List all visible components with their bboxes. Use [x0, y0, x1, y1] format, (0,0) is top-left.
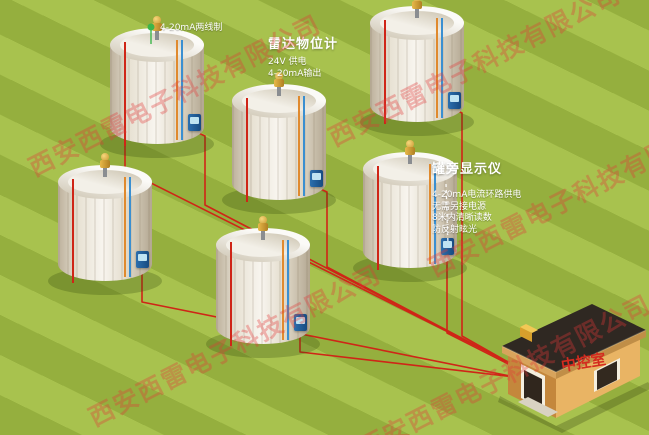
- radar-gauge-icon: [150, 16, 164, 40]
- roof-highlight: [501, 329, 647, 373]
- roof-unit-top: [520, 324, 538, 333]
- red-cable-icon: [377, 166, 379, 270]
- display-callout-line: 8米内清晰读数: [432, 213, 492, 223]
- signal-cable-6: [299, 331, 542, 381]
- tank-display-icon: [441, 238, 454, 255]
- orange-tube-icon: [282, 240, 284, 340]
- red-cable-icon: [72, 179, 74, 283]
- blue-tube-icon: [303, 96, 305, 196]
- control-room-building: 中控室: [498, 304, 649, 433]
- radar-callout-line: 4-20mA输出: [268, 68, 322, 79]
- blue-tube-icon: [181, 40, 183, 140]
- window: [597, 361, 617, 390]
- radar-gauge-icon: [272, 72, 286, 96]
- storage-tank-5: [206, 216, 320, 360]
- display-callout-line: 4-20mA电流环路供电: [432, 190, 522, 200]
- storage-tank-6: [353, 140, 467, 284]
- signal-cable-5: [446, 255, 537, 379]
- blue-tube-icon: [441, 18, 443, 118]
- red-cable-icon: [124, 42, 126, 146]
- orange-tube-icon: [176, 40, 178, 140]
- roof-top: [502, 304, 646, 372]
- radar-gauge-icon: [256, 216, 270, 240]
- storage-tank-2: [222, 72, 336, 216]
- roof-fascia-left: [502, 346, 556, 379]
- tank-display-icon: [136, 251, 149, 268]
- display-callout-line: 防反射眩光: [432, 224, 478, 235]
- building-shadow: [498, 382, 649, 433]
- red-cable-icon: [246, 98, 248, 202]
- signal-cable-7: [141, 268, 546, 384]
- red-cable-icon: [384, 20, 386, 124]
- storage-tank-1: [100, 16, 214, 160]
- radar-gauge-icon: [410, 0, 424, 18]
- two-wire-label: 4-20mA两线制: [160, 23, 223, 33]
- tank-display-icon: [448, 92, 461, 109]
- orange-tube-icon: [124, 177, 126, 277]
- radar-gauge-icon: [403, 140, 417, 164]
- roof-fascia-right: [556, 330, 646, 379]
- door-step: [518, 397, 558, 417]
- storage-tank-3: [360, 0, 474, 138]
- storage-tank-4: [48, 153, 162, 297]
- blue-tube-icon: [129, 177, 131, 277]
- display-callout: 罐旁显示仪 4-20mA电流环路供电 无需另接电源 8米内清晰读数 防反射眩光: [432, 158, 521, 236]
- orange-tube-icon: [429, 164, 431, 264]
- tank-display-icon: [188, 114, 201, 131]
- display-callout-title: 罐旁显示仪: [432, 162, 503, 177]
- roof-unit-front: [520, 327, 532, 342]
- tank-display-icon: [310, 170, 323, 187]
- radar-callout-line: 24V 供电: [268, 57, 307, 67]
- blue-tube-icon: [434, 164, 436, 264]
- red-cable-icon: [230, 242, 232, 346]
- display-callout-line: 无需另接电源: [432, 201, 487, 212]
- radar-gauge-icon: [98, 153, 112, 177]
- tank-display-icon: [294, 314, 307, 331]
- radar-callout-title: 雷达物位计: [268, 37, 339, 52]
- orange-tube-icon: [436, 18, 438, 118]
- orange-tube-icon: [298, 96, 300, 196]
- two-wire-note: 4-20mA两线制: [160, 20, 222, 33]
- blue-tube-icon: [287, 240, 289, 340]
- radar-callout: 雷达物位计 24V 供电 4-20mA输出: [268, 33, 338, 80]
